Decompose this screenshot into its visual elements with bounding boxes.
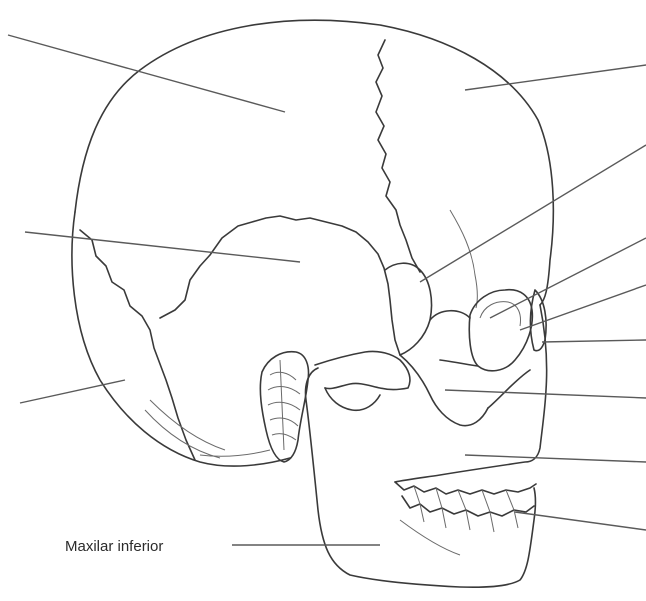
mandible-line bbox=[400, 520, 460, 555]
zygomatic-bone bbox=[400, 311, 488, 426]
sphenoid-wing bbox=[385, 263, 432, 355]
leader-ethmoid bbox=[490, 238, 646, 318]
leader-temporal bbox=[25, 232, 300, 262]
label-maxilar-inferior: Maxilar inferior bbox=[65, 538, 163, 555]
zygomatic-arch bbox=[315, 351, 410, 389]
leader-parietal bbox=[8, 35, 285, 112]
leader-maxilla bbox=[465, 455, 646, 462]
coronal-suture bbox=[376, 40, 420, 272]
temporal-squama bbox=[160, 216, 400, 355]
cranium-outline bbox=[75, 20, 553, 305]
occipital-texture bbox=[145, 400, 270, 458]
mastoid-process bbox=[260, 352, 308, 462]
leader-sphenoid bbox=[420, 145, 646, 282]
temporal-line bbox=[450, 210, 477, 308]
leader-lacrimal bbox=[520, 285, 646, 330]
mastoid-texture bbox=[268, 360, 300, 450]
mandible-ramus-inner bbox=[325, 388, 380, 410]
leader-nasal bbox=[542, 340, 646, 342]
leader-occipital bbox=[20, 380, 125, 403]
leader-frontal bbox=[465, 65, 646, 90]
